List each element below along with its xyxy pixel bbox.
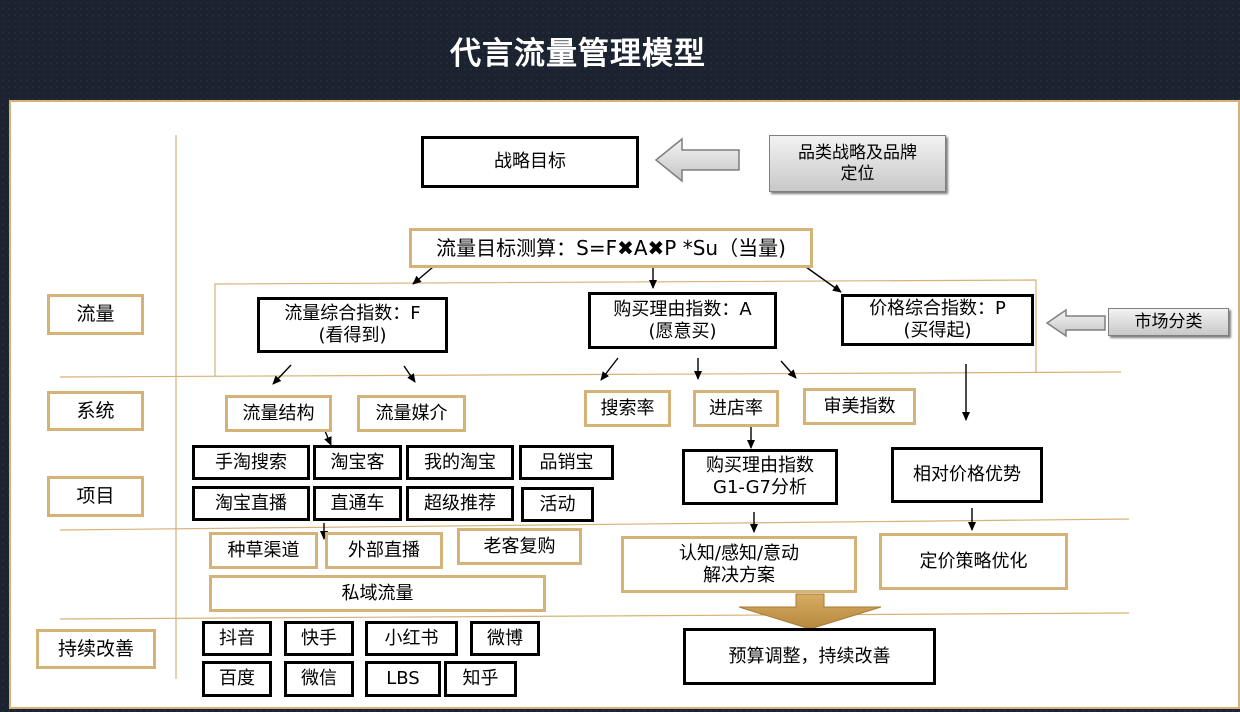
row-label-project: 项目 [47,476,144,517]
relative-price-advantage-box: 相对价格优势 [891,447,1043,503]
row-divider-3 [59,612,1130,620]
row-label-traffic: 流量 [47,294,144,335]
diagram-panel: 流量 系统 项目 持续改善 战略目标 品类战略及品牌 定位 流量目标测算：S=F… [9,100,1240,709]
channel-item: 手淘搜索 [192,445,310,480]
row-label-system: 系统 [47,391,144,431]
channel-item: 直通车 [313,486,402,521]
platform-item: 百度 [202,661,272,697]
left-arrow-icon [654,137,740,183]
seeding-channel-box: 种草渠道 [209,532,318,569]
platform-item: LBS [365,661,441,697]
platform-item: 微信 [284,661,354,697]
platform-item: 知乎 [444,661,517,697]
cognition-solution-box: 认知/感知/意动 解决方案 [621,536,857,593]
traffic-media-box: 流量媒介 [357,395,466,432]
market-category-box: 市场分类 [1108,308,1229,336]
channel-item: 淘宝直播 [192,486,310,521]
price-index-p-box: 价格综合指数：P (买得起) [841,294,1034,346]
channel-item: 我的淘宝 [406,445,514,480]
returning-customer-box: 老客复购 [457,528,582,565]
platform-item: 抖音 [202,621,272,656]
private-traffic-box: 私域流量 [209,575,546,612]
row-label-continuous: 持续改善 [36,629,156,669]
row-divider-2 [59,518,1130,531]
traffic-structure-box: 流量结构 [225,395,332,432]
page-title: 代言流量管理模型 [450,36,706,72]
channel-item: 品销宝 [519,445,614,480]
platform-item: 小红书 [365,621,458,656]
platform-item: 微博 [470,621,540,656]
down-arrow-icon [738,593,882,630]
purchase-index-a-box: 购买理由指数：A (愿意买) [588,292,777,349]
section-dividers [59,135,1130,679]
channel-item: 活动 [521,487,594,522]
budget-adjustment-box: 预算调整，持续改善 [683,628,936,685]
channel-item: 超级推荐 [406,486,514,521]
traffic-target-formula: 流量目标测算：S=F✖A✖P *Su（当量) [409,228,813,268]
index-group-outline [214,279,1037,376]
strategy-goal-box: 战略目标 [421,136,639,188]
external-live-box: 外部直播 [325,532,443,569]
pricing-strategy-box: 定价策略优化 [879,533,1068,590]
purchase-reason-analysis-box: 购买理由指数 G1-G7分析 [682,449,838,505]
search-rate-box: 搜索率 [584,390,671,427]
traffic-index-f-box: 流量综合指数：F (看得到) [257,297,448,353]
row-divider-1 [59,371,1122,378]
platform-item: 快手 [284,621,354,656]
store-entry-rate-box: 进店率 [693,390,779,427]
channel-item: 淘宝客 [313,445,402,480]
category-strategy-box: 品类战略及品牌 定位 [769,135,946,192]
left-arrow-icon-small [1045,308,1106,338]
aesthetic-index-box: 审美指数 [803,388,916,425]
